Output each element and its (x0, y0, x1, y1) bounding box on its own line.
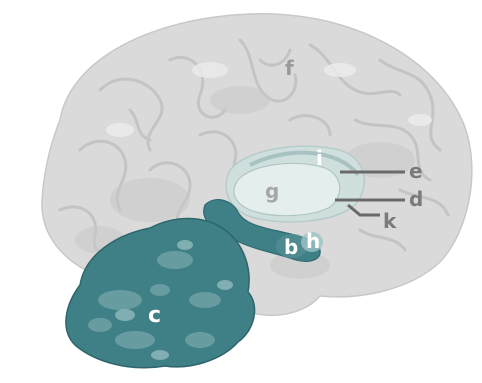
limbic-structure (226, 146, 364, 222)
label-d: d (409, 187, 423, 211)
label-f: f (285, 56, 294, 80)
label-c: c (148, 303, 161, 328)
label-k: k (383, 209, 397, 233)
label-h: h (306, 229, 320, 253)
label-e: e (409, 159, 423, 183)
label-g: g (265, 179, 279, 203)
label-i: i (316, 146, 323, 170)
label-b: b (284, 235, 298, 259)
structure-g-body (234, 163, 340, 215)
